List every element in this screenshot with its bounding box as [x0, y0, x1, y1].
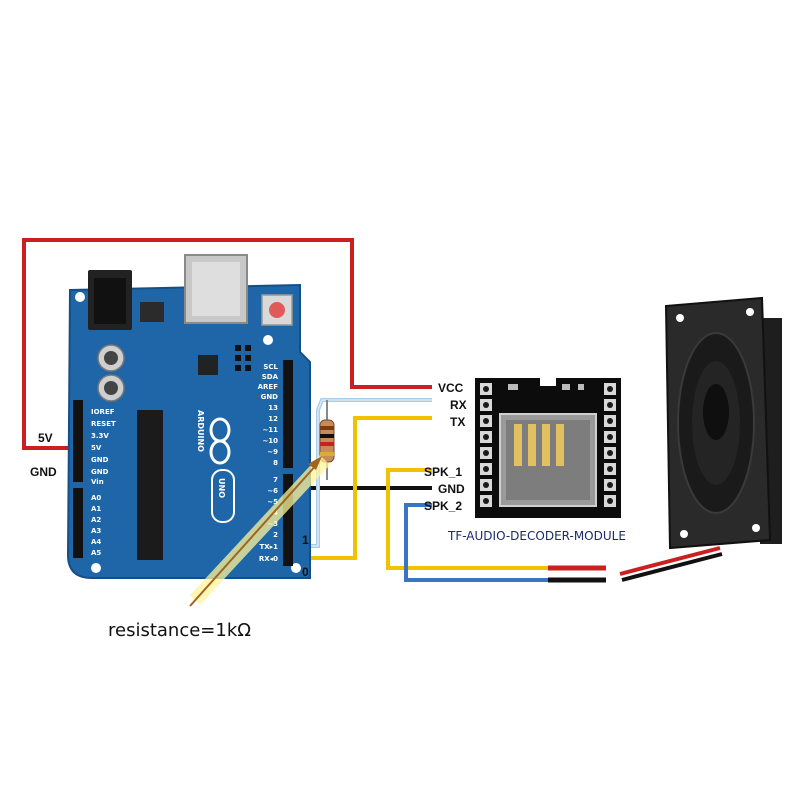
usb-chip	[198, 355, 218, 375]
label-rx: RX	[450, 398, 467, 412]
module-right-pins	[604, 383, 616, 507]
voltage-regulator	[140, 302, 164, 322]
pin-label: ~10	[262, 437, 278, 445]
pin-label: 3.3V	[91, 432, 109, 440]
analog-header	[73, 488, 83, 558]
atmega-chip	[137, 410, 163, 560]
pin-label: 8	[273, 459, 278, 467]
label-spk2: SPK_2	[424, 499, 462, 513]
wire-5v-vcc	[22, 238, 432, 450]
pin-label: 2	[273, 531, 278, 539]
pin-label: 7	[273, 476, 278, 484]
resistance-arrow	[189, 456, 322, 607]
pin-label: 13	[268, 404, 278, 412]
wire-spk1	[386, 468, 548, 570]
pin-label: ~9	[267, 448, 278, 456]
arduino-logo	[209, 417, 231, 465]
wire-spk2	[404, 503, 548, 582]
pin-label: 5V	[91, 444, 102, 452]
pin-label: A5	[91, 549, 101, 557]
pin-label: ~6	[267, 487, 278, 495]
pin-label: IOREF	[91, 408, 115, 416]
pin-label: GND	[261, 393, 279, 401]
pin-label: GND	[91, 468, 109, 476]
icsp-header	[235, 345, 251, 371]
digital-header-top	[283, 360, 293, 468]
wire-tx	[285, 416, 432, 560]
left-pin-labels: IOREF RESET 3.3V 5V GND GND Vin A0 A1 A2…	[91, 408, 116, 557]
pin-label: ~11	[262, 426, 278, 434]
label-tx: TX	[450, 415, 465, 429]
module-title: TF-AUDIO-DECODER-MODULE	[447, 529, 626, 543]
pin-label: SDA	[262, 373, 279, 381]
label-pin-1: 1	[302, 533, 309, 547]
arduino-brand: ARDUINO	[196, 410, 205, 452]
pin-label: RX◂0	[259, 555, 278, 563]
pin-label: A2	[91, 516, 101, 524]
pin-label: 12	[268, 415, 278, 423]
resistance-label: resistance=1kΩ	[108, 620, 251, 641]
label-gnd: GND	[30, 465, 57, 479]
pin-label: A3	[91, 527, 101, 535]
pin-label: A0	[91, 494, 101, 502]
uno-logo: UNO	[211, 469, 235, 523]
power-header	[73, 400, 83, 482]
pin-label: A1	[91, 505, 101, 513]
pin-label: SCL	[263, 363, 278, 371]
svg-text:UNO: UNO	[217, 478, 226, 498]
digital-header-bottom	[283, 474, 293, 566]
resistor	[319, 400, 335, 480]
label-spk1: SPK_1	[424, 465, 462, 479]
arduino-uno-board: IOREF RESET 3.3V 5V GND GND Vin A0 A1 A2…	[66, 254, 311, 579]
pin-label: TX▸1	[259, 543, 278, 551]
tf-audio-decoder-module	[475, 378, 621, 518]
pin-label: AREF	[258, 383, 279, 391]
label-gnd-module: GND	[438, 482, 465, 496]
label-5v: 5V	[38, 431, 53, 445]
speaker	[619, 296, 782, 582]
label-pin-0: 0	[302, 565, 309, 579]
pin-label: RESET	[91, 420, 116, 428]
label-vcc: VCC	[438, 381, 464, 395]
pin-label: GND	[91, 456, 109, 464]
right-pin-labels: SCL SDA AREF GND 13 12 ~11 ~10 ~9 8 7 ~6…	[258, 363, 279, 563]
pin-label: Vin	[91, 478, 104, 486]
pin-label: A4	[91, 538, 101, 546]
pin-label: ~5	[267, 498, 278, 506]
